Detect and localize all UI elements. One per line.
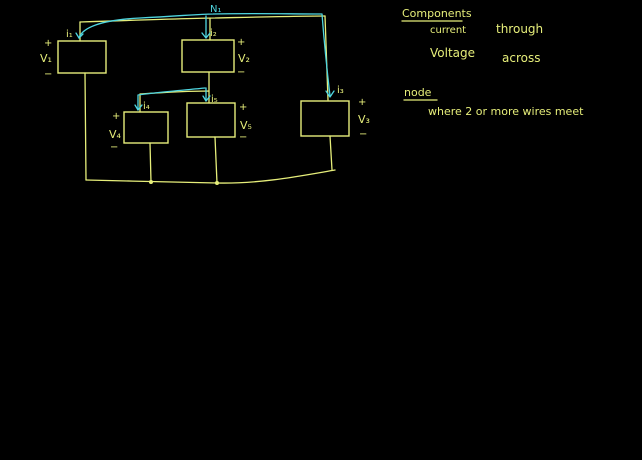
- notes: Components current through Voltage acros…: [401, 7, 584, 118]
- current-arrow-3: [325, 90, 335, 98]
- plus-sign: +: [237, 37, 245, 48]
- components-heading: Components: [402, 7, 472, 20]
- component-2-box: [181, 39, 235, 73]
- current-label-1: i₁: [66, 29, 73, 40]
- voltage-label-4: V₄: [109, 128, 122, 141]
- current-arrows: [75, 12, 335, 111]
- wire-comp1-down: [84, 72, 87, 181]
- wire-comp3-down: [329, 135, 333, 171]
- components: [57, 39, 350, 144]
- minus-sign: −: [359, 129, 367, 140]
- current-label-4: i₄: [143, 101, 150, 112]
- bottom-rail: [85, 169, 336, 184]
- polarity-signs: + − + − + − + − + −: [44, 37, 367, 153]
- voltage-note: Voltage: [430, 46, 475, 60]
- junction-dots: [149, 180, 219, 185]
- minus-sign: −: [239, 132, 247, 143]
- across-note: across: [502, 51, 540, 65]
- component-3-box: [300, 100, 350, 137]
- minus-sign: −: [237, 67, 245, 78]
- node-definition: where 2 or more wires meet: [428, 105, 584, 118]
- node-label: N₁: [210, 4, 222, 15]
- voltage-label-1: V₁: [40, 52, 52, 65]
- current-label-5: i₅: [211, 94, 218, 105]
- voltage-label-3: V₃: [358, 113, 370, 126]
- junction-dot: [215, 181, 219, 185]
- minus-sign: −: [110, 142, 118, 153]
- plus-sign: +: [112, 111, 120, 122]
- current-path-top: [78, 12, 331, 97]
- wire-comp4-down: [149, 142, 152, 183]
- current-label-2: i₂: [210, 28, 217, 39]
- wire-comp5-down: [214, 136, 218, 184]
- current-arrow-1: [75, 32, 84, 39]
- voltage-label-5: V₅: [240, 119, 252, 132]
- component-1-box: [57, 40, 107, 74]
- voltage-labels: V₁ V₂ V₃ V₄ V₅: [40, 52, 370, 141]
- current-label-3: i₃: [337, 85, 344, 96]
- current-note: current: [430, 25, 466, 36]
- minus-sign: −: [44, 69, 52, 80]
- plus-sign: +: [239, 102, 247, 113]
- component-4-box: [123, 111, 169, 144]
- current-arrow-2: [201, 32, 211, 39]
- current-path-4: [137, 87, 206, 111]
- current-arrow-5: [202, 95, 211, 102]
- plus-sign: +: [358, 97, 366, 108]
- voltage-label-2: V₂: [238, 52, 250, 65]
- current-labels: i₁ i₂ i₃ i₄ i₅: [66, 28, 344, 112]
- through-note: through: [496, 22, 543, 36]
- node-heading: node: [404, 86, 432, 99]
- junction-dot: [149, 180, 153, 184]
- plus-sign: +: [44, 38, 52, 49]
- current-arrow-4: [134, 104, 143, 111]
- top-wire: [79, 15, 326, 23]
- component-5-box: [186, 102, 236, 138]
